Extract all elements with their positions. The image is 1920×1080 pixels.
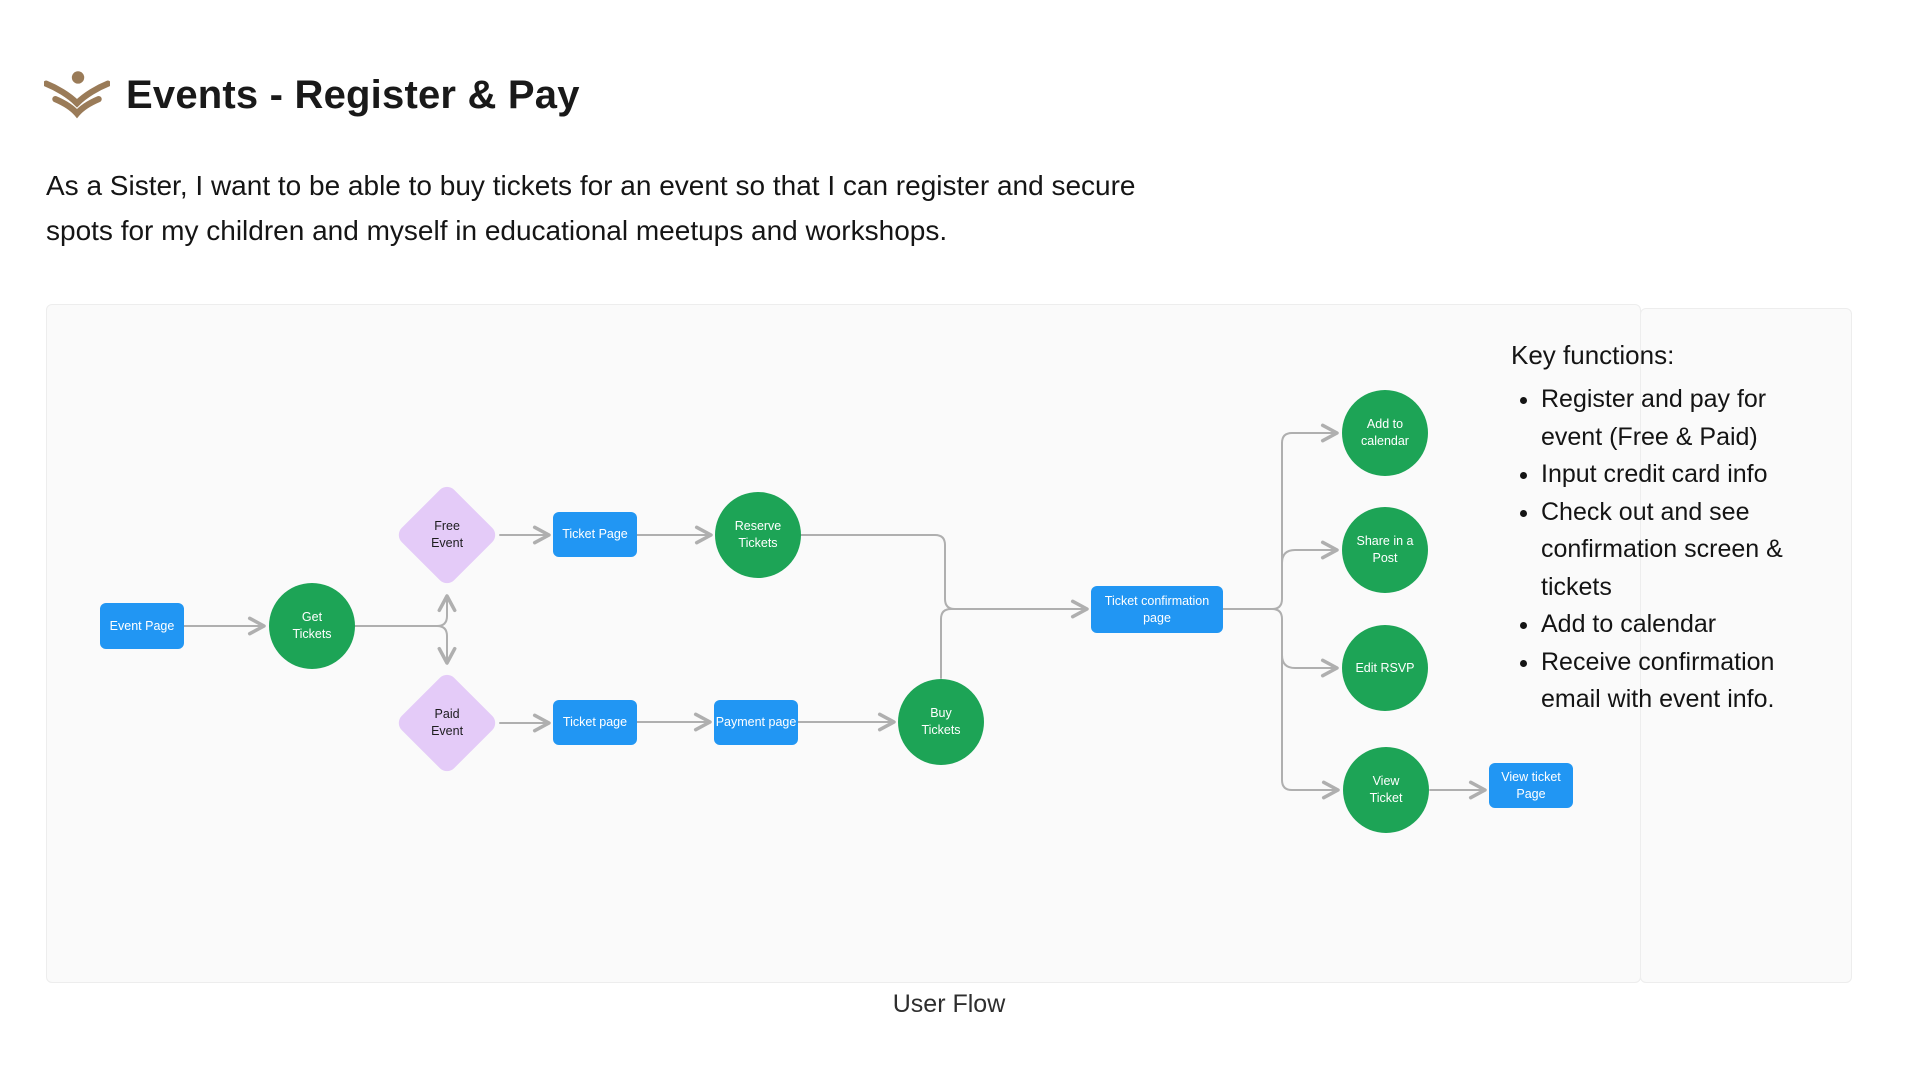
node-ticket-confirmation[interactable]: Ticket confirmation page <box>1091 586 1223 633</box>
key-function-item: Check out and see confirmation screen & … <box>1541 494 1871 607</box>
node-buy-tickets[interactable]: Buy Tickets <box>898 679 984 765</box>
node-label: Free Event <box>431 519 463 550</box>
node-reserve-tickets[interactable]: Reserve Tickets <box>715 492 801 578</box>
node-share-post[interactable]: Share in a Post <box>1342 507 1428 593</box>
node-add-to-calendar[interactable]: Add to calendar <box>1342 390 1428 476</box>
node-ticket-page-paid[interactable]: Ticket page <box>553 700 637 745</box>
user-story-text: As a Sister, I want to be able to buy ti… <box>46 170 1136 246</box>
key-function-item: Input credit card info <box>1541 456 1871 494</box>
node-event-page[interactable]: Event Page <box>100 603 184 649</box>
key-function-item: Receive confirmation email with event in… <box>1541 644 1871 719</box>
diagram-caption: User Flow <box>892 990 1006 1018</box>
node-view-ticket-page[interactable]: View ticket Page <box>1489 763 1573 808</box>
canvas-panel-right <box>1640 308 1852 983</box>
node-payment-page[interactable]: Payment page <box>714 700 798 745</box>
node-ticket-page-free[interactable]: Ticket Page <box>553 512 637 557</box>
key-functions-block: Key functions: Register and pay for even… <box>1511 340 1871 719</box>
page-header: Events - Register & Pay <box>44 68 580 122</box>
key-function-item: Add to calendar <box>1541 606 1871 644</box>
sisters-logo-icon <box>44 71 110 119</box>
key-function-item: Register and pay for event (Free & Paid) <box>1541 381 1871 456</box>
node-get-tickets[interactable]: Get Tickets <box>269 583 355 669</box>
page-title: Events - Register & Pay <box>126 72 580 117</box>
node-label: Paid Event <box>431 707 463 738</box>
node-edit-rsvp[interactable]: Edit RSVP <box>1342 625 1428 711</box>
key-functions-list: Register and pay for event (Free & Paid)… <box>1511 381 1871 719</box>
node-view-ticket[interactable]: View Ticket <box>1343 747 1429 833</box>
key-functions-heading: Key functions: <box>1511 340 1675 370</box>
